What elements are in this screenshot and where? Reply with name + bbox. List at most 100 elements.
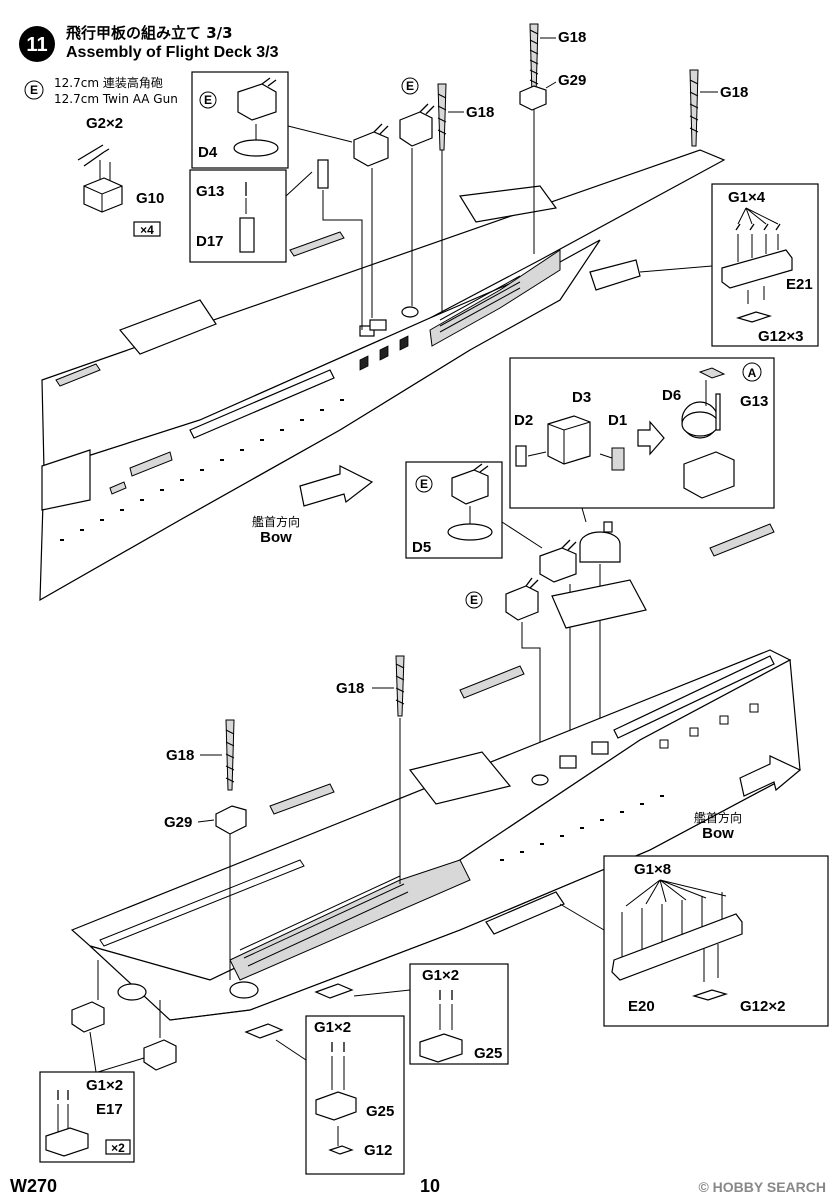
label-e17: E17 <box>96 1101 123 1118</box>
label-g1x8: G1×8 <box>634 861 671 878</box>
part-e21 <box>721 249 793 289</box>
mast-g18-upper-1: G18 <box>529 23 586 254</box>
mast-g18-upper-3: G18 <box>437 83 494 312</box>
marker-e-1: E <box>204 93 212 107</box>
mast-g18-upper-2: G18 <box>689 69 748 147</box>
part-d3 <box>547 415 591 465</box>
step-header: 11 飛行甲板の組み立て 3/3 Assembly of Flight Deck… <box>19 24 279 62</box>
label-g25-2: G25 <box>366 1103 394 1120</box>
legend-marker: E <box>30 83 38 97</box>
upper-turret-e-1: E <box>399 77 435 306</box>
bow-arrow-icon-1 <box>299 465 374 507</box>
part-g25-1 <box>419 1033 463 1063</box>
e20-callout: G1×8 E20 G12×2 <box>559 855 829 1027</box>
bow-indicator-lower: 艦首方向 Bow <box>694 755 802 842</box>
part-g12-lower <box>328 1145 354 1155</box>
label-g29-1: G29 <box>558 72 586 89</box>
legend: E 12.7cm 連装高角砲 12.7cm Twin AA Gun <box>24 75 178 106</box>
bow-indicator-upper: 艦首方向 Bow <box>252 465 374 546</box>
marker-a: A <box>748 366 757 380</box>
label-g29-2: G29 <box>164 814 192 831</box>
e17-callout: G1×2 E17 ×2 <box>39 960 177 1163</box>
qty-box-x2 <box>105 1139 131 1155</box>
bow-jp-2: 艦首方向 <box>694 810 742 825</box>
lower-sponson-e20 <box>485 891 565 935</box>
marker-e-2: E <box>406 79 414 93</box>
qty-box-x4 <box>133 221 161 237</box>
upper-turret-e-2 <box>353 123 389 318</box>
footer-page-number: 10 <box>420 1176 440 1196</box>
upper-d17-pin <box>317 159 363 330</box>
label-g18-2: G18 <box>720 84 748 101</box>
label-g1x4: G1×4 <box>728 189 766 206</box>
lower-flight-deck <box>70 523 801 1021</box>
d3-callout: D3 D2 D1 D6 A G13 <box>509 357 775 523</box>
part-d3-assembled <box>683 451 735 499</box>
label-x4: ×4 <box>140 223 154 237</box>
part-d1 <box>611 447 625 471</box>
bow-jp-1: 艦首方向 <box>252 514 300 529</box>
label-g12x2: G12×2 <box>740 998 785 1015</box>
label-x2: ×2 <box>111 1141 125 1155</box>
label-g1x2-1: G1×2 <box>422 967 459 984</box>
marker-e-3: E <box>420 477 428 491</box>
upper-flight-deck <box>39 149 726 602</box>
e21-callout: G1×4 E21 G12×3 <box>639 183 819 347</box>
step-number: 11 <box>26 34 47 56</box>
bow-en-2: Bow <box>702 825 734 842</box>
mast-g18-lower-2: G18 <box>166 719 235 980</box>
step-title-en: Assembly of Flight Deck 3/3 <box>66 44 279 61</box>
bow-en-1: Bow <box>260 529 292 546</box>
upper-sponson <box>589 259 641 291</box>
label-e21: E21 <box>786 276 813 293</box>
part-g29-lower: G29 <box>164 805 247 835</box>
g25-callout-2: G1×2 G25 G12 <box>244 1015 405 1175</box>
upper-elevator-fwd <box>118 299 217 355</box>
label-d6: D6 <box>662 387 681 404</box>
label-g13-2: G13 <box>740 393 768 410</box>
d17-callout: G13 D17 <box>189 169 313 263</box>
page-footer: W270 10 © HOBBY SEARCH <box>10 1176 826 1196</box>
lower-deck-marking <box>551 579 647 629</box>
step-number-badge <box>19 26 55 62</box>
part-g12-upper <box>735 311 773 323</box>
step-title-jp: 飛行甲板の組み立て 3/3 <box>65 24 233 42</box>
label-d1: D1 <box>608 412 627 429</box>
g25-callout-1: G1×2 G25 <box>314 963 509 1065</box>
label-g1x2-2: G1×2 <box>314 1019 351 1036</box>
label-d3: D3 <box>572 389 591 406</box>
g10-assembly: G2×2 G10 ×4 <box>77 115 164 237</box>
d17-callout-box <box>189 169 287 263</box>
legend-en: 12.7cm Twin AA Gun <box>54 92 178 106</box>
part-e20 <box>611 913 743 981</box>
legend-marker-circle <box>24 80 44 100</box>
label-g18-4: G18 <box>336 680 364 697</box>
bow-arrow-icon-2 <box>739 755 802 797</box>
label-g10: G10 <box>136 190 164 207</box>
label-d5: D5 <box>412 539 431 556</box>
g25-callout-box-2 <box>305 1015 405 1175</box>
footer-code: W270 <box>10 1176 57 1196</box>
part-d6 <box>681 411 719 437</box>
marker-e-4: E <box>470 593 478 607</box>
part-e17 <box>45 1127 89 1157</box>
part-d2 <box>515 445 527 467</box>
part-d4 <box>233 139 279 157</box>
label-g25-1: G25 <box>474 1045 502 1062</box>
label-g12x3: G12×3 <box>758 328 803 345</box>
label-d4: D4 <box>198 144 218 161</box>
label-g2x2: G2×2 <box>86 115 123 132</box>
label-g18-3: G18 <box>466 104 494 121</box>
label-g1x2-3: G1×2 <box>86 1077 123 1094</box>
upper-elevator-aft <box>459 185 558 223</box>
label-g12: G12 <box>364 1142 392 1159</box>
lower-elevator <box>408 751 512 805</box>
part-g10 <box>83 177 123 213</box>
label-g18-5: G18 <box>166 747 194 764</box>
label-d2: D2 <box>514 412 533 429</box>
label-e20: E20 <box>628 998 655 1015</box>
part-g29-upper: G29 <box>519 72 586 111</box>
d4-callout: E D4 <box>191 71 353 169</box>
mast-g18-lower-1: G18 <box>336 655 405 884</box>
